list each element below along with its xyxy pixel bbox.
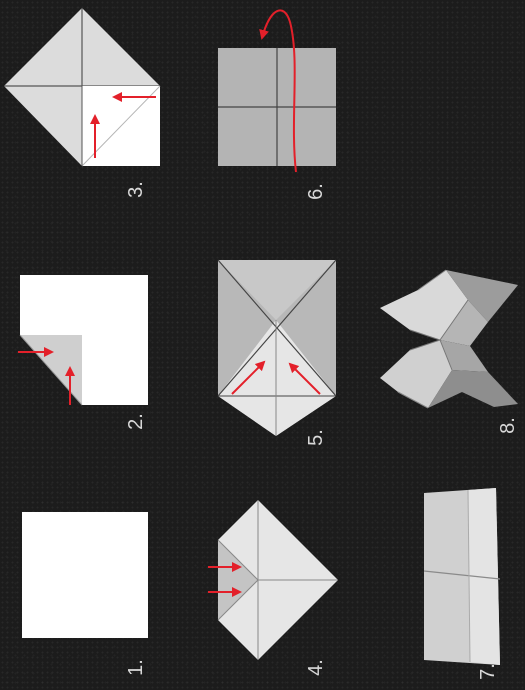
step-8-fortune-teller (380, 270, 518, 408)
step-7-folded-strip (424, 488, 500, 665)
step-label-2: 2. (125, 413, 148, 430)
step-6-square-turn-over (218, 10, 336, 172)
step-label-4: 4. (305, 659, 328, 676)
step-label-7: 7. (477, 663, 500, 680)
step-label-6: 6. (305, 183, 328, 200)
step-label-5: 5. (305, 429, 328, 446)
step-3-three-corners (4, 8, 160, 166)
step-label-1: 1. (125, 659, 148, 676)
step-1-square (22, 512, 148, 638)
step-4-diamond (208, 500, 338, 660)
step-label-3: 3. (125, 181, 148, 198)
step-5-house (218, 260, 336, 436)
step-label-8: 8. (497, 417, 520, 434)
step-2-corner-fold (18, 275, 148, 405)
